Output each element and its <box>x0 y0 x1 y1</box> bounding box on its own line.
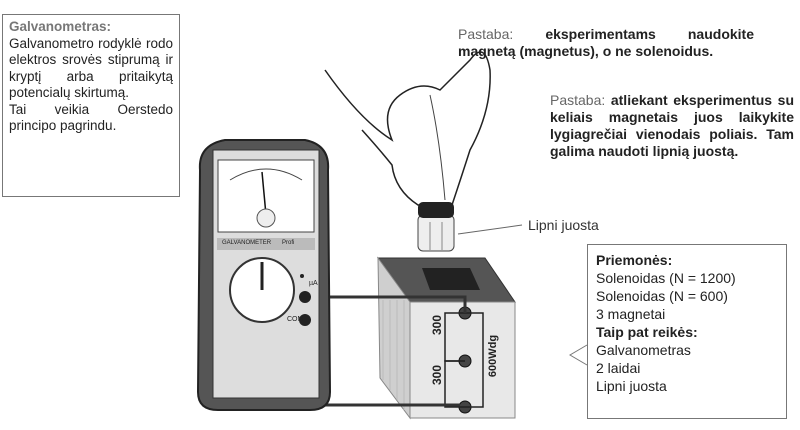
also-needed-item: Galvanometras <box>596 342 691 358</box>
also-needed-item: 2 laidai <box>596 360 641 376</box>
galvanometer-description: Galvanometro rodyklė rodo elektros srovė… <box>9 35 173 101</box>
hand-illustration <box>324 51 491 206</box>
galvanometer-title: Galvanometras: <box>9 19 112 34</box>
note-magnets: Pastaba: eksperimentams naudokite magnet… <box>458 26 754 60</box>
equipment-heading: Priemonės: <box>596 252 673 268</box>
note-label: Pastaba: <box>550 92 606 108</box>
note-text: eksperimentams naudokite magnetą (magnet… <box>458 26 755 59</box>
equipment-item: 3 magnetai <box>596 306 666 322</box>
equipment-box: Priemonės: Solenoidas (N = 1200) Solenoi… <box>587 244 787 419</box>
equipment-pointer <box>569 344 588 366</box>
coil-label-600: 600Wdg <box>487 334 500 378</box>
note-text: atliekant eksperimentus su keliais magne… <box>550 92 794 159</box>
meter-ua-label: µA <box>309 280 318 287</box>
meter-brand-label: GALVANOMETER <box>222 240 272 246</box>
note-label: Pastaba: <box>458 26 514 42</box>
tape-label: Lipni juosta <box>528 217 599 233</box>
magnets-stack <box>417 202 455 252</box>
tape-pointer <box>457 224 523 235</box>
wire-ua <box>305 295 467 313</box>
equipment-item: Solenoidas (N = 600) <box>596 288 728 304</box>
solenoid <box>377 256 516 420</box>
also-needed-item: Lipni juosta <box>596 378 667 394</box>
galvanometer-principle: Tai veikia Oerstedo principo pagrindu. <box>9 101 173 134</box>
coil-label-300-top: 300 <box>430 314 445 336</box>
meter-com-label: COM <box>287 316 304 323</box>
note-parallel-magnets: Pastaba: atliekant eksperimentus su keli… <box>550 92 794 160</box>
galvanometer-device <box>196 139 332 411</box>
also-needed-heading: Taip pat reikės: <box>596 324 698 340</box>
meter-model-label: Profi <box>282 240 295 246</box>
galvanometer-info-box: Galvanometras: Galvanometro rodyklė rodo… <box>2 14 180 197</box>
equipment-item: Solenoidas (N = 1200) <box>596 270 736 286</box>
coil-label-300-bottom: 300 <box>430 364 445 386</box>
